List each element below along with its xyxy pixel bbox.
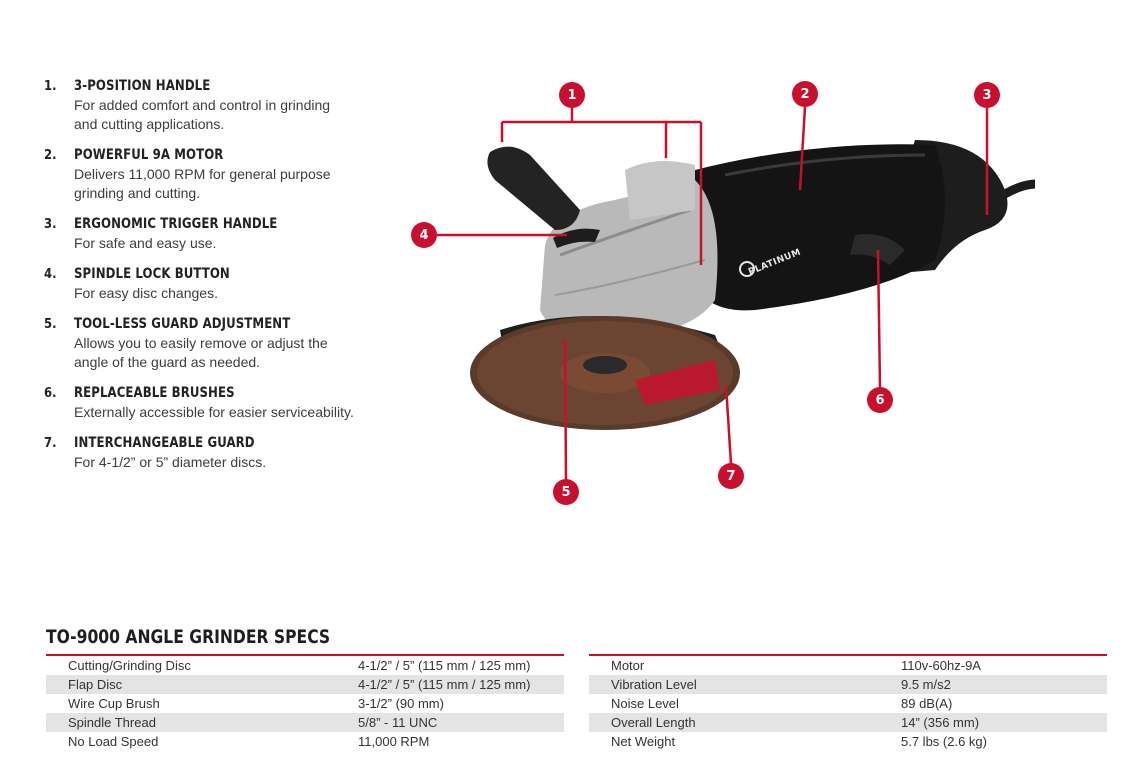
feature-item: 4. Spindle Lock Button For easy disc cha…: [44, 264, 364, 303]
spec-row: Overall Length 14” (356 mm): [589, 713, 1107, 732]
feature-number: 3.: [44, 216, 57, 232]
feature-description: For added comfort and control in grindin…: [74, 97, 331, 132]
spec-row: Cutting/Grinding Disc 4-1/2” / 5” (115 m…: [46, 656, 564, 675]
spec-label: Vibration Level: [611, 677, 697, 692]
feature-number: 6.: [44, 385, 57, 401]
angle-grinder-illustration: PLATINUM 1 2 3 4 5 6 7: [395, 60, 1035, 520]
feature-description: Delivers 11,000 RPM for general purpose …: [74, 166, 331, 201]
feature-number: 4.: [44, 266, 57, 282]
spec-value: 5/8” - 11 UNC: [358, 715, 438, 730]
spec-label: Net Weight: [611, 734, 676, 749]
spec-value: 11,000 RPM: [358, 734, 430, 749]
spec-value: 3-1/2” (90 mm): [358, 696, 444, 711]
feature-description: Externally accessible for easier service…: [74, 404, 354, 420]
spec-value: 89 dB(A): [901, 696, 953, 711]
callout-4: 4: [411, 222, 437, 248]
feature-title: Spindle Lock Button: [74, 266, 230, 282]
callout-6: 6: [867, 387, 893, 413]
feature-number: 7.: [44, 435, 57, 451]
feature-number: 2.: [44, 147, 57, 163]
spec-row: Noise Level 89 dB(A): [589, 694, 1107, 713]
feature-item: 3. Ergonomic Trigger Handle For safe and…: [44, 214, 364, 253]
feature-item: 1. 3-Position Handle For added comfort a…: [44, 76, 364, 134]
feature-number: 1.: [44, 78, 57, 94]
spec-label: Wire Cup Brush: [68, 696, 160, 711]
callout-3: 3: [974, 82, 1000, 108]
specs-table-left: Cutting/Grinding Disc 4-1/2” / 5” (115 m…: [46, 654, 564, 751]
specs-title: TO-9000 Angle Grinder Specs: [46, 626, 331, 648]
spec-value: 4-1/2” / 5” (115 mm / 125 mm): [358, 677, 531, 692]
spec-label: Motor: [611, 658, 645, 673]
feature-title: Interchangeable Guard: [74, 435, 255, 451]
callout-2: 2: [792, 81, 818, 107]
feature-number: 5.: [44, 316, 57, 332]
spec-row: Wire Cup Brush 3-1/2” (90 mm): [46, 694, 564, 713]
spec-row: Flap Disc 4-1/2” / 5” (115 mm / 125 mm): [46, 675, 564, 694]
callout-1: 1: [559, 82, 585, 108]
feature-description: Allows you to easily remove or adjust th…: [74, 335, 328, 370]
feature-title: Powerful 9A Motor: [74, 147, 224, 163]
feature-title: 3-Position Handle: [74, 78, 211, 94]
spec-label: Spindle Thread: [68, 715, 156, 730]
feature-item: 2. Powerful 9A Motor Delivers 11,000 RPM…: [44, 145, 364, 203]
spec-value: 5.7 lbs (2.6 kg): [901, 734, 987, 749]
callout-7: 7: [718, 463, 744, 489]
spec-row: Motor 110v-60hz-9A: [589, 656, 1107, 675]
spec-label: No Load Speed: [68, 734, 159, 749]
spec-value: 14” (356 mm): [901, 715, 980, 730]
feature-item: 6. Replaceable Brushes Externally access…: [44, 383, 364, 422]
feature-title: Tool-less Guard Adjustment: [74, 316, 291, 332]
features-list: 1. 3-Position Handle For added comfort a…: [44, 76, 364, 483]
feature-title: Replaceable Brushes: [74, 385, 235, 401]
spec-label: Cutting/Grinding Disc: [68, 658, 191, 673]
callout-5: 5: [553, 479, 579, 505]
spec-label: Overall Length: [611, 715, 696, 730]
spec-value: 4-1/2” / 5” (115 mm / 125 mm): [358, 658, 531, 673]
feature-description: For safe and easy use.: [74, 235, 217, 251]
angle-grinder-drawing: [437, 106, 1035, 481]
spec-value: 110v-60hz-9A: [901, 658, 981, 673]
spec-value: 9.5 m/s2: [901, 677, 951, 692]
spec-row: Spindle Thread 5/8” - 11 UNC: [46, 713, 564, 732]
spec-label: Flap Disc: [68, 677, 123, 692]
spec-row: No Load Speed 11,000 RPM: [46, 732, 564, 751]
spec-row: Net Weight 5.7 lbs (2.6 kg): [589, 732, 1107, 751]
feature-description: For 4-1/2” or 5” diameter discs.: [74, 454, 267, 470]
spec-row: Vibration Level 9.5 m/s2: [589, 675, 1107, 694]
feature-item: 7. Interchangeable Guard For 4-1/2” or 5…: [44, 433, 364, 472]
feature-title: Ergonomic Trigger Handle: [74, 216, 278, 232]
specs-table-right: Motor 110v-60hz-9A Vibration Level 9.5 m…: [589, 654, 1107, 751]
spec-label: Noise Level: [611, 696, 679, 711]
feature-description: For easy disc changes.: [74, 285, 218, 301]
feature-item: 5. Tool-less Guard Adjustment Allows you…: [44, 314, 364, 372]
